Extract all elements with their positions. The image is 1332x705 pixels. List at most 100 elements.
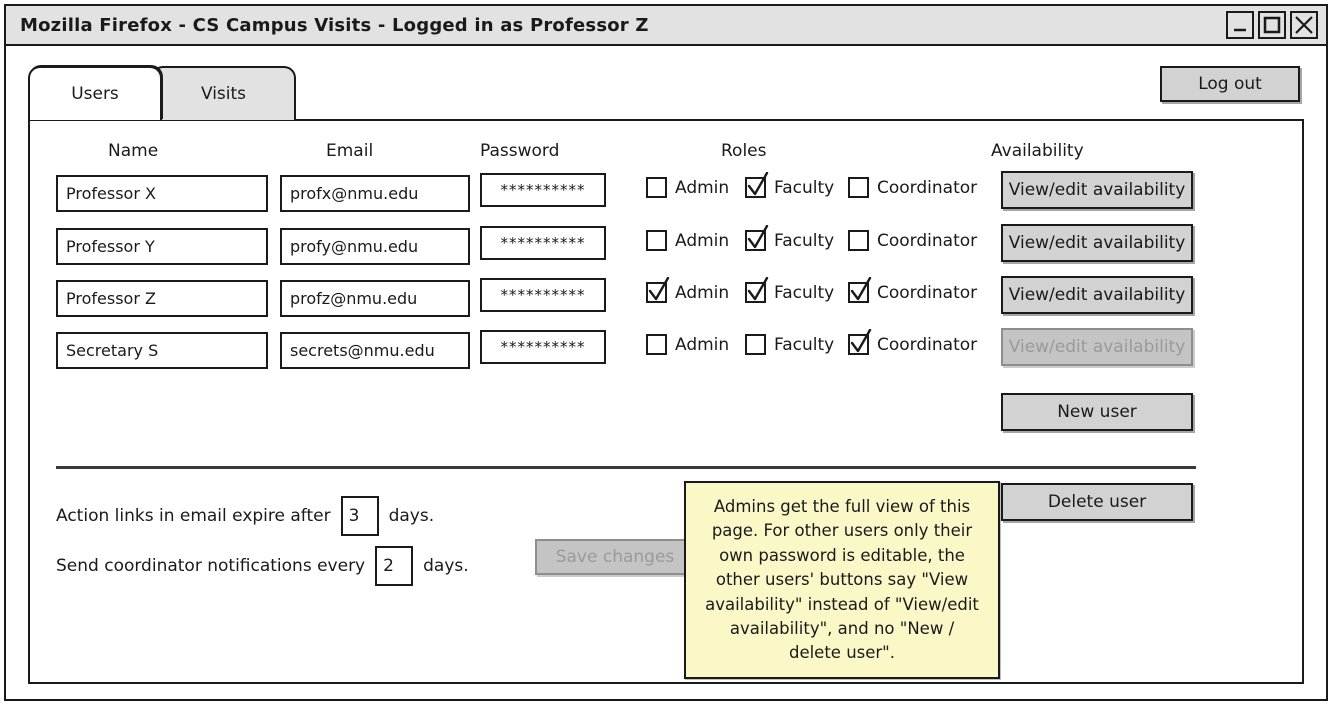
view-edit-availability-button-disabled: View/edit availability [1001,328,1193,366]
sticky-note: Admins get the full view of this page. F… [684,481,1000,679]
checkbox-coordinator[interactable]: Coordinator [848,177,977,198]
checkbox-box [646,334,667,355]
checkbox-label: Faculty [774,177,835,198]
delete-user-label: Delete user [1047,492,1147,512]
check-icon [747,225,769,249]
sticky-note-text: Admins get the full view of this page. F… [705,497,979,663]
availability-label: View/edit availability [1008,180,1186,200]
checkbox-faculty[interactable]: Faculty [745,277,835,303]
availability-label: View/edit availability [1008,337,1186,357]
checkbox-box [848,277,872,303]
column-header-password: Password [480,141,560,161]
setting-notification-interval: Send coordinator notifications every 2 d… [56,546,469,586]
checkbox-label: Admin [675,177,730,198]
tab-users[interactable]: Users [28,66,162,120]
checkbox-label: Coordinator [877,282,978,303]
checkbox-box [745,225,769,251]
email-input[interactable]: profy@nmu.edu [280,228,470,265]
notification-interval-input[interactable]: 2 [375,546,414,586]
password-input[interactable]: ********** [480,278,606,312]
title-bar: Mozilla Firefox - CS Campus Visits - Log… [6,6,1326,46]
email-input[interactable]: secrets@nmu.edu [280,332,470,369]
checkbox-label: Faculty [774,334,835,355]
setting-suffix: days. [423,556,469,576]
checkbox-label: Faculty [774,230,835,251]
checkbox-box [848,177,869,198]
checkbox-coordinator[interactable]: Coordinator [848,329,978,355]
view-edit-availability-button[interactable]: View/edit availability [1001,276,1193,314]
column-header-name: Name [108,141,159,161]
password-input[interactable]: ********** [480,173,606,207]
checkbox-label: Admin [675,282,730,303]
checkbox-label: Coordinator [877,177,978,198]
link-expiry-input[interactable]: 3 [340,496,379,536]
checkbox-faculty[interactable]: Faculty [745,334,834,355]
tab-visits-label: Visits [200,84,247,104]
name-input[interactable]: Secretary S [56,332,268,369]
password-input[interactable]: ********** [480,226,606,260]
setting-link-expiry: Action links in email expire after 3 day… [56,496,434,536]
email-input[interactable]: profx@nmu.edu [280,175,470,212]
check-icon [747,172,769,196]
window-title: Mozilla Firefox - CS Campus Visits - Log… [20,15,649,36]
new-user-label: New user [1057,402,1137,422]
view-edit-availability-button[interactable]: View/edit availability [1001,224,1193,262]
view-edit-availability-button[interactable]: View/edit availability [1001,171,1193,209]
window-controls [1226,11,1318,39]
name-input[interactable]: Professor X [56,175,268,212]
save-changes-label: Save changes [555,547,675,567]
checkbox-admin[interactable]: Admin [646,334,729,355]
checkbox-label: Faculty [774,282,835,303]
users-panel: Name Email Password Roles Availability P… [28,119,1304,684]
availability-label: View/edit availability [1008,285,1186,305]
tab-visits[interactable]: Visits [151,66,296,120]
checkbox-admin[interactable]: Admin [646,177,729,198]
table-row: Professor Y profy@nmu.edu ********** Adm… [30,224,1302,276]
email-input[interactable]: profz@nmu.edu [280,280,470,317]
check-icon [648,277,670,301]
logout-button[interactable]: Log out [1160,66,1300,102]
checkbox-admin[interactable]: Admin [646,277,730,303]
section-divider [56,466,1196,469]
checkbox-box [848,230,869,251]
check-icon [850,277,872,301]
maximize-button[interactable] [1258,11,1286,39]
new-user-button[interactable]: New user [1001,393,1193,431]
checkbox-box [646,277,670,303]
minimize-button[interactable] [1226,11,1254,39]
delete-user-button[interactable]: Delete user [1001,483,1193,521]
setting-prefix: Send coordinator notifications every [56,556,366,576]
checkbox-box [745,334,766,355]
password-input[interactable]: ********** [480,330,606,364]
close-button[interactable] [1290,11,1318,39]
table-row: Professor X profx@nmu.edu ********** Adm… [30,171,1302,223]
checkbox-coordinator[interactable]: Coordinator [848,277,978,303]
name-input[interactable]: Professor Z [56,280,268,317]
checkbox-label: Admin [675,230,730,251]
checkbox-box [646,230,667,251]
check-icon [747,277,769,301]
checkbox-box [745,172,769,198]
checkbox-label: Admin [675,334,730,355]
column-header-roles: Roles [721,141,767,161]
tab-users-label: Users [71,84,119,104]
logout-label: Log out [1198,74,1262,94]
column-header-availability: Availability [991,141,1084,161]
checkbox-box [848,329,872,355]
checkbox-label: Coordinator [877,334,978,355]
availability-label: View/edit availability [1008,233,1186,253]
browser-window: Mozilla Firefox - CS Campus Visits - Log… [4,4,1328,701]
checkbox-label: Coordinator [877,230,978,251]
checkbox-box [745,277,769,303]
name-input[interactable]: Professor Y [56,228,268,265]
table-row: Secretary S secrets@nmu.edu ********** A… [30,328,1302,380]
checkbox-coordinator[interactable]: Coordinator [848,230,977,251]
column-header-email: Email [326,141,374,161]
save-changes-button: Save changes [535,539,695,575]
checkbox-admin[interactable]: Admin [646,230,729,251]
checkbox-faculty[interactable]: Faculty [745,225,835,251]
checkbox-faculty[interactable]: Faculty [745,172,835,198]
checkbox-box [646,177,667,198]
setting-prefix: Action links in email expire after [56,506,331,526]
